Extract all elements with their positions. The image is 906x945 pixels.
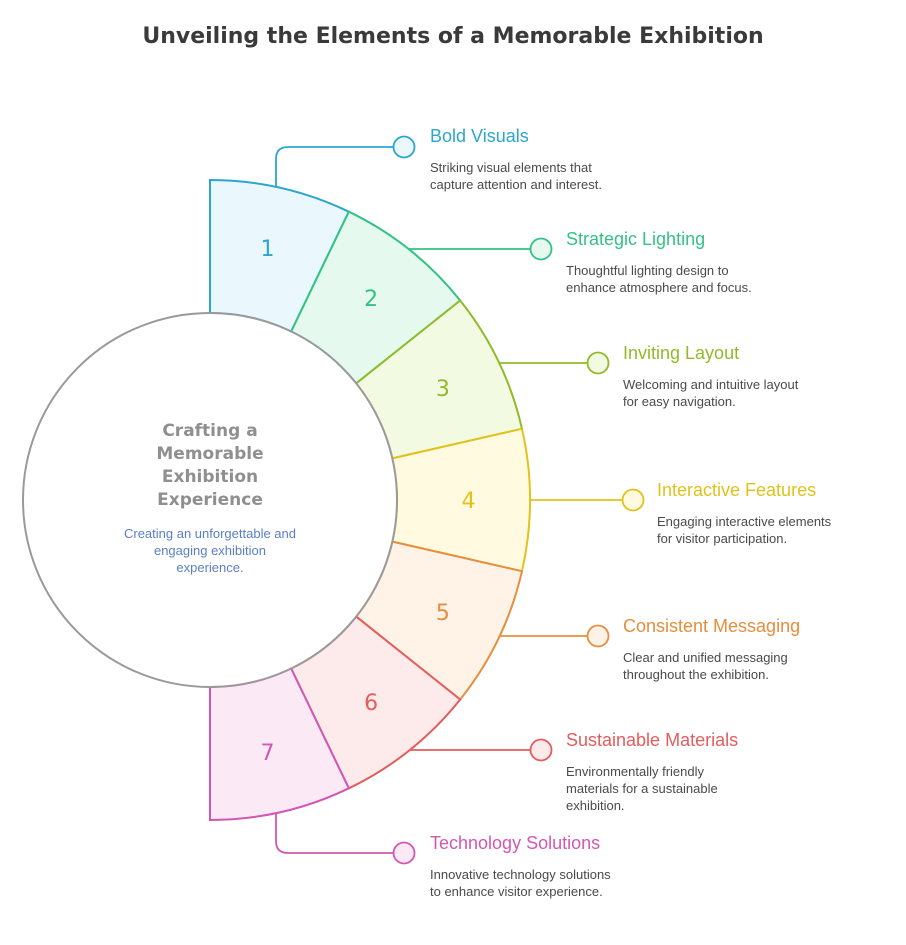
connector-dot-icon [586,351,610,375]
item-description: Thoughtful lighting design to enhance at… [566,263,752,295]
item-title: Sustainable Materials [566,730,739,750]
item-title: Consistent Messaging [623,616,801,636]
item-description: Innovative technology solutions to enhan… [430,867,611,899]
page-title: Unveiling the Elements of a Memorable Ex… [142,24,764,49]
center-circle [22,312,398,688]
center-title-line: Crafting a [162,421,258,441]
segment-number: 2 [364,287,378,312]
item-title: Interactive Features [657,480,817,500]
connector-dot-icon [529,738,553,762]
item-description: Clear and unified messaging throughout t… [623,650,788,682]
center-title: Crafting a Memorable Exhibition Experien… [120,420,300,512]
segment-number: 6 [364,691,378,716]
segment-number: 5 [436,601,450,626]
item-title: Technology Solutions [430,833,601,853]
item-title: Bold Visuals [430,126,529,146]
segment-number: 3 [436,377,450,402]
connector-dot-icon [586,624,610,648]
item-title: Strategic Lighting [566,229,706,249]
item-description: Welcoming and intuitive layout for easy … [623,377,799,409]
item-description: Striking visual elements that capture at… [430,160,603,192]
center-title-line: Memorable [156,444,264,464]
item-description: Environmentally friendly materials for a… [566,764,718,813]
segment-number: 4 [462,489,476,514]
connector-line [275,813,393,854]
connector-dot-icon [621,488,645,512]
item-description: Engaging interactive elements for visito… [657,514,832,546]
item-title: Inviting Layout [623,343,740,363]
center-title-line: Experience [157,490,263,510]
segment-number: 7 [261,741,275,766]
connector-dot-icon [529,237,553,261]
connector-dot-icon [392,841,416,865]
segment-number: 1 [261,237,275,262]
connector-line [275,146,393,187]
center-title-line: Exhibition [161,467,259,487]
center-subtitle: Creating an unforgettable and engaging e… [123,526,296,575]
connector-dot-icon [392,135,416,159]
